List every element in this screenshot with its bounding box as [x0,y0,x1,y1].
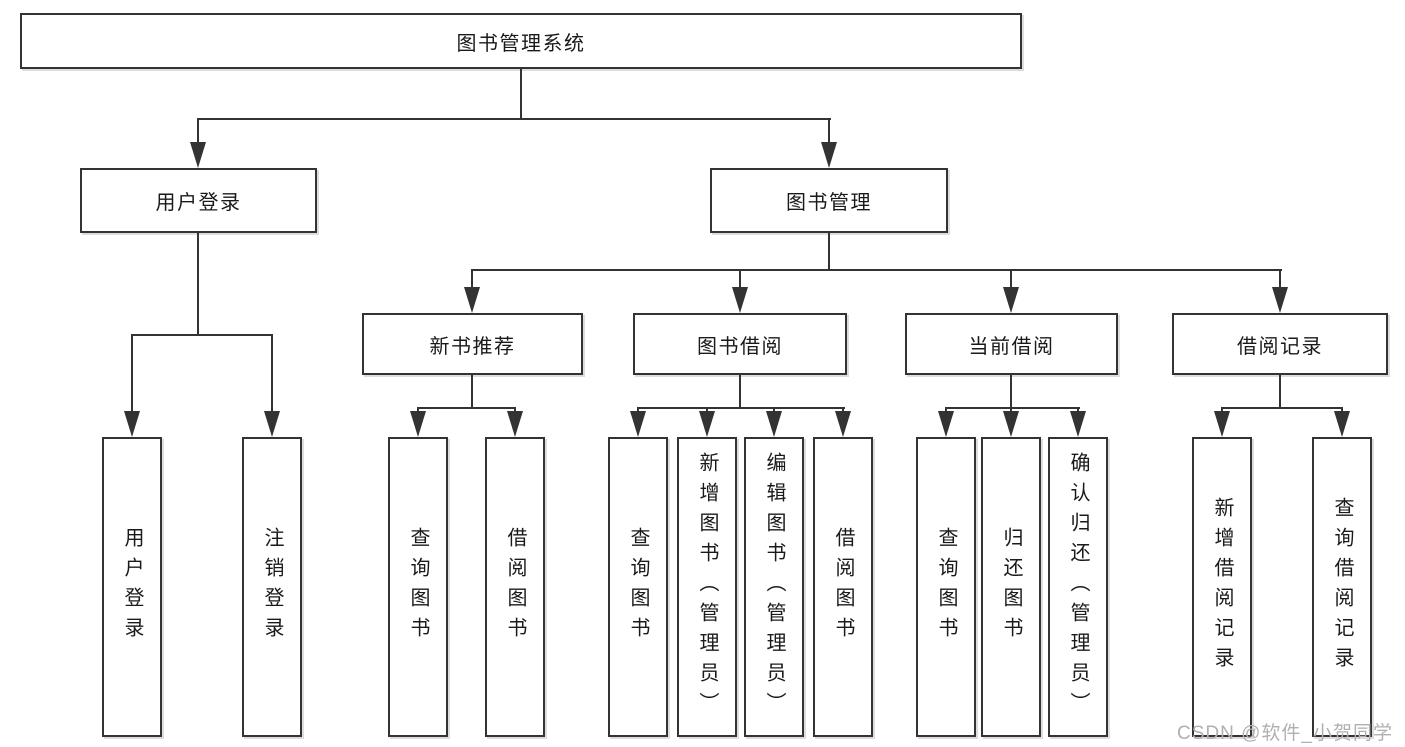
connector-line [417,407,516,409]
connector-line [471,375,473,408]
leaf-label: 借阅图书 [504,527,526,647]
connector-line [471,269,1282,271]
arrow-down-icon [630,411,646,437]
leaf-recommend-borrow-books: 借阅图书 [485,437,545,737]
leaf-record-add-record: 新增借阅记录 [1192,437,1252,737]
connector-line [945,407,1080,409]
arrow-down-icon [507,411,523,437]
leaf-label: 查询图书 [935,527,957,647]
connector-line [1221,407,1343,409]
node-user-login: 用户登录 [80,168,317,233]
arrow-down-icon [835,411,851,437]
connector-line [197,118,831,120]
leaf-record-query-record: 查询借阅记录 [1312,437,1372,737]
arrow-down-icon [1003,287,1019,313]
node-label: 借阅记录 [1237,335,1323,358]
connector-line [739,375,741,408]
leaf-recommend-query-books: 查询图书 [388,437,448,737]
leaf-label: 用户登录 [121,527,143,647]
arrow-down-icon [190,142,206,168]
leaf-label: 查询借阅记录 [1331,497,1353,677]
arrow-down-icon [732,287,748,313]
leaf-logout: 注销登录 [242,437,302,737]
leaf-user-login: 用户登录 [102,437,162,737]
connector-line [520,69,522,119]
node-borrow-record: 借阅记录 [1172,313,1388,375]
connector-line [131,334,273,336]
leaf-label: 新增图书（管理员） [696,452,718,722]
leaf-borrow-query-books: 查询图书 [608,437,668,737]
leaf-label: 借阅图书 [832,527,854,647]
arrow-down-icon [124,411,140,437]
node-label: 图书借阅 [697,335,783,358]
leaf-label: 查询图书 [407,527,429,647]
leaf-current-return-books: 归还图书 [981,437,1041,737]
leaf-current-confirm-return-admin: 确认归还（管理员） [1048,437,1108,737]
connector-line [1010,269,1012,293]
arrow-down-icon [766,411,782,437]
node-root-library-system: 图书管理系统 [20,13,1022,69]
node-label: 当前借阅 [968,335,1055,358]
leaf-label: 归还图书 [1000,527,1022,647]
node-label: 用户登录 [155,192,242,214]
leaf-borrow-edit-books-admin: 编辑图书（管理员） [744,437,804,737]
leaf-label: 确认归还（管理员） [1067,452,1089,722]
connector-line [131,334,133,416]
connector-line [197,233,199,335]
arrow-down-icon [1003,411,1019,437]
connector-line [471,269,473,293]
arrow-down-icon [821,142,837,168]
node-label: 图书管理系统 [456,32,586,55]
arrow-down-icon [1334,411,1350,437]
connector-line [1279,375,1281,408]
node-label: 图书管理 [786,192,872,214]
arrow-down-icon [699,411,715,437]
leaf-borrow-add-books-admin: 新增图书（管理员） [677,437,737,737]
arrow-down-icon [938,411,954,437]
leaf-label: 编辑图书（管理员） [763,452,785,722]
arrow-down-icon [464,287,480,313]
leaf-borrow-borrow-books: 借阅图书 [813,437,873,737]
node-label: 新书推荐 [429,335,516,358]
leaf-current-query-books: 查询图书 [916,437,976,737]
leaf-label: 查询图书 [627,527,649,647]
node-new-book-recommend: 新书推荐 [362,313,583,375]
connector-line [197,118,199,148]
arrow-down-icon [410,411,426,437]
watermark: CSDN @软件_小贺同学 [1177,723,1393,744]
connector-line [1010,375,1012,408]
connector-line [1279,269,1281,293]
connector-line [739,269,741,293]
node-current-borrow: 当前借阅 [905,313,1118,375]
node-book-management: 图书管理 [710,168,948,233]
leaf-label: 注销登录 [261,527,283,647]
connector-line [637,407,845,409]
arrow-down-icon [1214,411,1230,437]
connector-line [828,118,830,148]
node-book-borrow: 图书借阅 [633,313,847,375]
arrow-down-icon [1272,287,1288,313]
leaf-label: 新增借阅记录 [1211,497,1233,677]
connector-line [828,233,830,271]
arrow-down-icon [264,411,280,437]
arrow-down-icon [1070,411,1086,437]
connector-line [271,334,273,416]
